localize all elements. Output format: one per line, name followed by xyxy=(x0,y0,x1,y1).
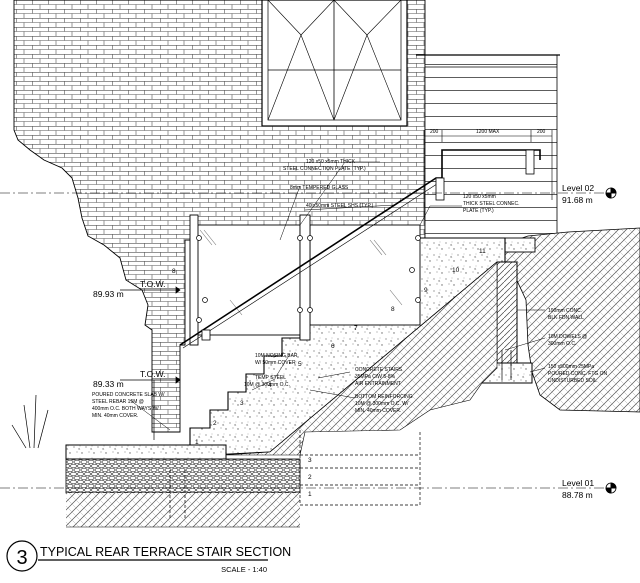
level-01-elevation: 88.78 m xyxy=(562,490,593,500)
level-01-name: Level 01 xyxy=(562,478,594,488)
svg-text:PLATE (TYP.): PLATE (TYP.) xyxy=(463,208,494,214)
gravel-bed xyxy=(65,458,301,494)
level-02-name: Level 02 xyxy=(562,183,594,193)
svg-text:TEMP STEEL: TEMP STEEL xyxy=(255,375,286,381)
svg-text:120 x50 x5mm THICK: 120 x50 x5mm THICK xyxy=(306,159,356,165)
dim-left: 200 xyxy=(430,129,439,135)
svg-text:2: 2 xyxy=(213,420,217,427)
svg-text:190mm CONC.: 190mm CONC. xyxy=(548,308,582,314)
svg-text:1: 1 xyxy=(195,439,199,446)
svg-text:AIR ENTRAINMENT: AIR ENTRAINMENT xyxy=(355,381,401,387)
drawing-scale: SCALE - 1:40 xyxy=(221,565,267,574)
svg-text:8: 8 xyxy=(391,306,395,313)
svg-text:8: 8 xyxy=(172,268,176,275)
svg-text:2: 2 xyxy=(308,474,312,481)
upper-earth xyxy=(491,227,640,413)
drawing-number-bubble xyxy=(6,540,38,572)
leader-lines xyxy=(129,161,546,431)
svg-text:400mm O.C. BOTH WAYS W/: 400mm O.C. BOTH WAYS W/ xyxy=(92,406,159,412)
svg-text:POURED CONCRETE SLAB W/: POURED CONCRETE SLAB W/ xyxy=(92,392,165,398)
svg-text:W/ 50mm COVER: W/ 50mm COVER xyxy=(255,360,296,366)
svg-text:UNDISTURBED SOIL: UNDISTURBED SOIL xyxy=(548,378,597,384)
svg-text:8mm TEMPERED GLASS: 8mm TEMPERED GLASS xyxy=(290,185,349,191)
svg-text:POURED CONC. FTG ON: POURED CONC. FTG ON xyxy=(548,371,608,377)
svg-text:10M NOSING BAR: 10M NOSING BAR xyxy=(255,353,298,359)
svg-text:CONCRETE STAIRS: CONCRETE STAIRS xyxy=(355,367,403,373)
svg-text:THICK STEEL CONNEC.: THICK STEEL CONNEC. xyxy=(463,201,520,207)
top-dimension xyxy=(423,130,553,220)
svg-text:10: 10 xyxy=(452,267,460,274)
svg-text:4: 4 xyxy=(268,382,272,389)
svg-text:40 x50mm STEEL SHS (TYP.): 40 x50mm STEEL SHS (TYP.) xyxy=(306,203,374,209)
foundation-wall xyxy=(496,261,518,369)
svg-text:6: 6 xyxy=(331,343,335,350)
svg-text:BLK FDN WALL: BLK FDN WALL xyxy=(548,315,584,321)
glass-railing xyxy=(189,214,421,346)
svg-text:1: 1 xyxy=(308,491,312,498)
svg-text:5: 5 xyxy=(298,361,302,368)
level-lines xyxy=(0,192,610,489)
svg-text:300mm O.C.: 300mm O.C. xyxy=(548,341,576,347)
svg-text:35MPa C/W 5-8%: 35MPa C/W 5-8% xyxy=(355,374,396,380)
drawing-number: 3 xyxy=(16,547,27,569)
handrail xyxy=(179,149,541,349)
svg-text:BOTTOM REINFORCING: BOTTOM REINFORCING xyxy=(355,394,413,400)
tow-upper-elevation: 89.93 m xyxy=(93,289,124,299)
svg-text:10M @ 300mm O.C. W/: 10M @ 300mm O.C. W/ xyxy=(355,401,409,407)
tow-lower-label: T.O.W. xyxy=(140,369,166,379)
tow-upper-label: T.O.W. xyxy=(140,279,166,289)
svg-text:9: 9 xyxy=(424,287,428,294)
siding-wall xyxy=(424,54,558,241)
svg-text:3: 3 xyxy=(308,457,312,464)
svg-text:150 x500mm 25MPa: 150 x500mm 25MPa xyxy=(548,364,594,370)
title-block: 3 TYPICAL REAR TERRACE STAIR SECTION SCA… xyxy=(6,540,291,574)
svg-text:STEEL REBAR 15M @: STEEL REBAR 15M @ xyxy=(92,399,144,405)
svg-text:11: 11 xyxy=(479,248,486,255)
svg-text:7: 7 xyxy=(354,325,358,332)
svg-text:MIN. 40mm COVER.: MIN. 40mm COVER. xyxy=(355,408,401,414)
window xyxy=(261,0,408,127)
step-numbers: 1 2 3 4 5 6 7 8 9 10 11 3 2 1 8 xyxy=(172,248,486,498)
plant xyxy=(11,394,49,449)
svg-text:10M DOWELS @: 10M DOWELS @ xyxy=(548,334,587,340)
level-markers xyxy=(605,187,617,494)
svg-text:10M @ 300mm O.C.: 10M @ 300mm O.C. xyxy=(244,382,290,388)
dim-middle: 1200 MAX xyxy=(476,129,500,135)
svg-text:STEEL CONNECTION PLATE (TYP.): STEEL CONNECTION PLATE (TYP.) xyxy=(283,166,366,172)
svg-text:MIN. 40mm COVER.: MIN. 40mm COVER. xyxy=(92,413,138,419)
tow-markers xyxy=(120,286,181,440)
drawing-title: TYPICAL REAR TERRACE STAIR SECTION xyxy=(40,545,291,559)
dim-right: 200 xyxy=(537,129,546,135)
notes: 120 x50 x5mm THICK STEEL CONNECTION PLAT… xyxy=(92,159,608,419)
tow-lower-elevation: 89.33 m xyxy=(93,379,124,389)
level-02-elevation: 91.68 m xyxy=(562,195,593,205)
lower-earth xyxy=(224,261,498,456)
concrete-slab xyxy=(65,444,227,460)
hidden-footing-lines xyxy=(169,430,421,520)
svg-text:3: 3 xyxy=(240,400,244,407)
svg-text:120 x50 x5mm: 120 x50 x5mm xyxy=(463,194,496,200)
